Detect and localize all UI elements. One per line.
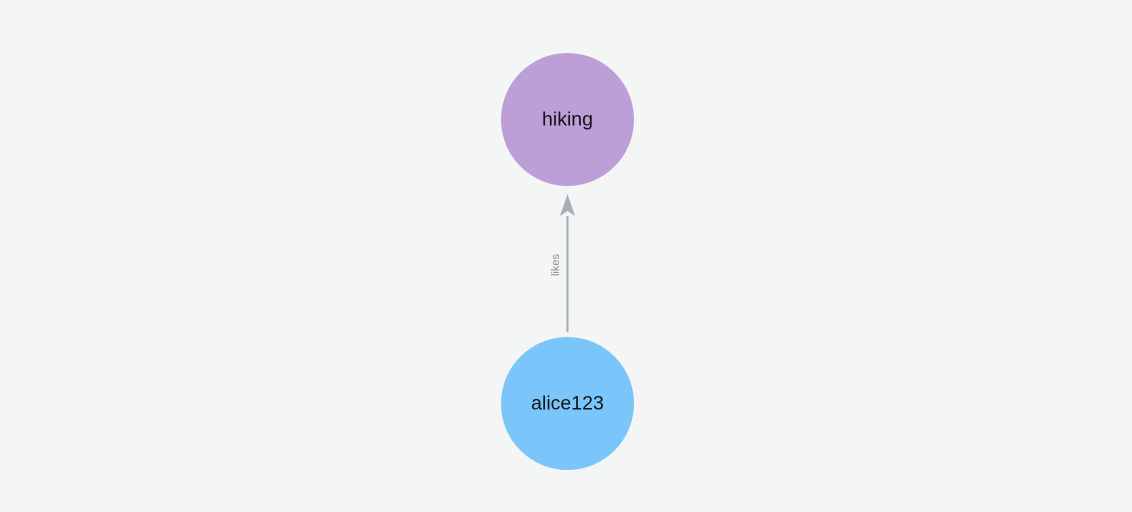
- node-label: alice123: [531, 393, 604, 415]
- edge-label: likes: [550, 254, 562, 277]
- node-circle[interactable]: [501, 53, 634, 186]
- arrow-head-icon: [560, 194, 575, 216]
- graph-edge-likes[interactable]: likes: [550, 194, 575, 332]
- node-label: hiking: [542, 109, 593, 131]
- node-circle[interactable]: [501, 337, 634, 470]
- graph-node-alice123[interactable]: alice123: [501, 337, 634, 470]
- graph-node-hiking[interactable]: hiking: [501, 53, 634, 186]
